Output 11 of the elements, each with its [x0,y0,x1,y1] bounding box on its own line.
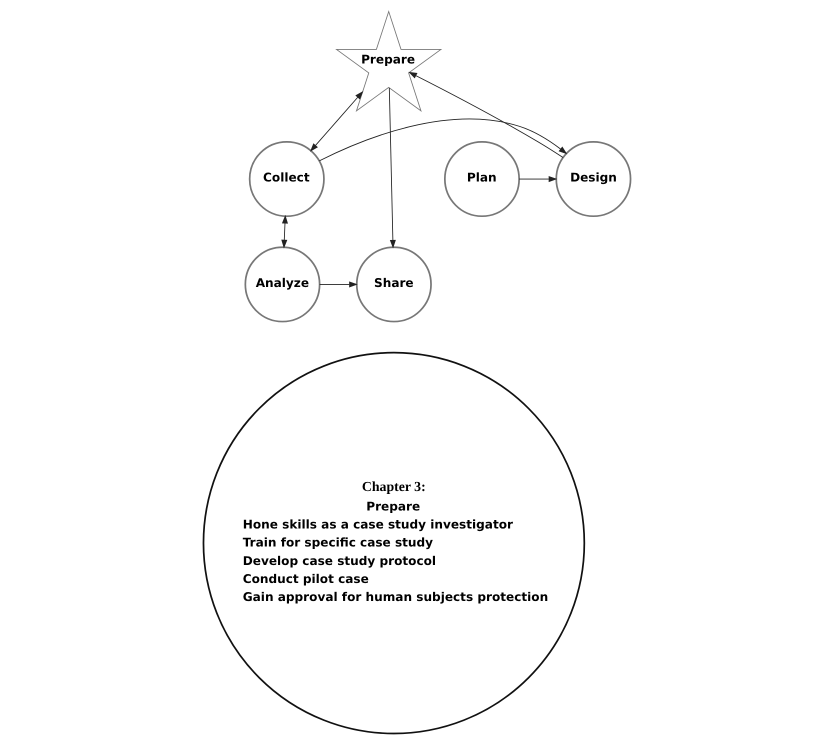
arrow [408,72,564,158]
node-circle: Chapter 3: Prepare Hone skills as a case study investigator Train for specific case study Develop case study protocol Conduct pilot case Gain approval for human subjects protection [202,352,586,734]
arrow [319,281,358,288]
arrow [518,176,558,182]
node-circle: Share [356,246,432,322]
node-circle: Plan [444,141,520,218]
node-circle: Analyze [244,246,320,322]
arrow [281,214,288,248]
arrow [310,90,364,152]
arrow [318,118,568,162]
node-circle: Design [555,141,632,218]
